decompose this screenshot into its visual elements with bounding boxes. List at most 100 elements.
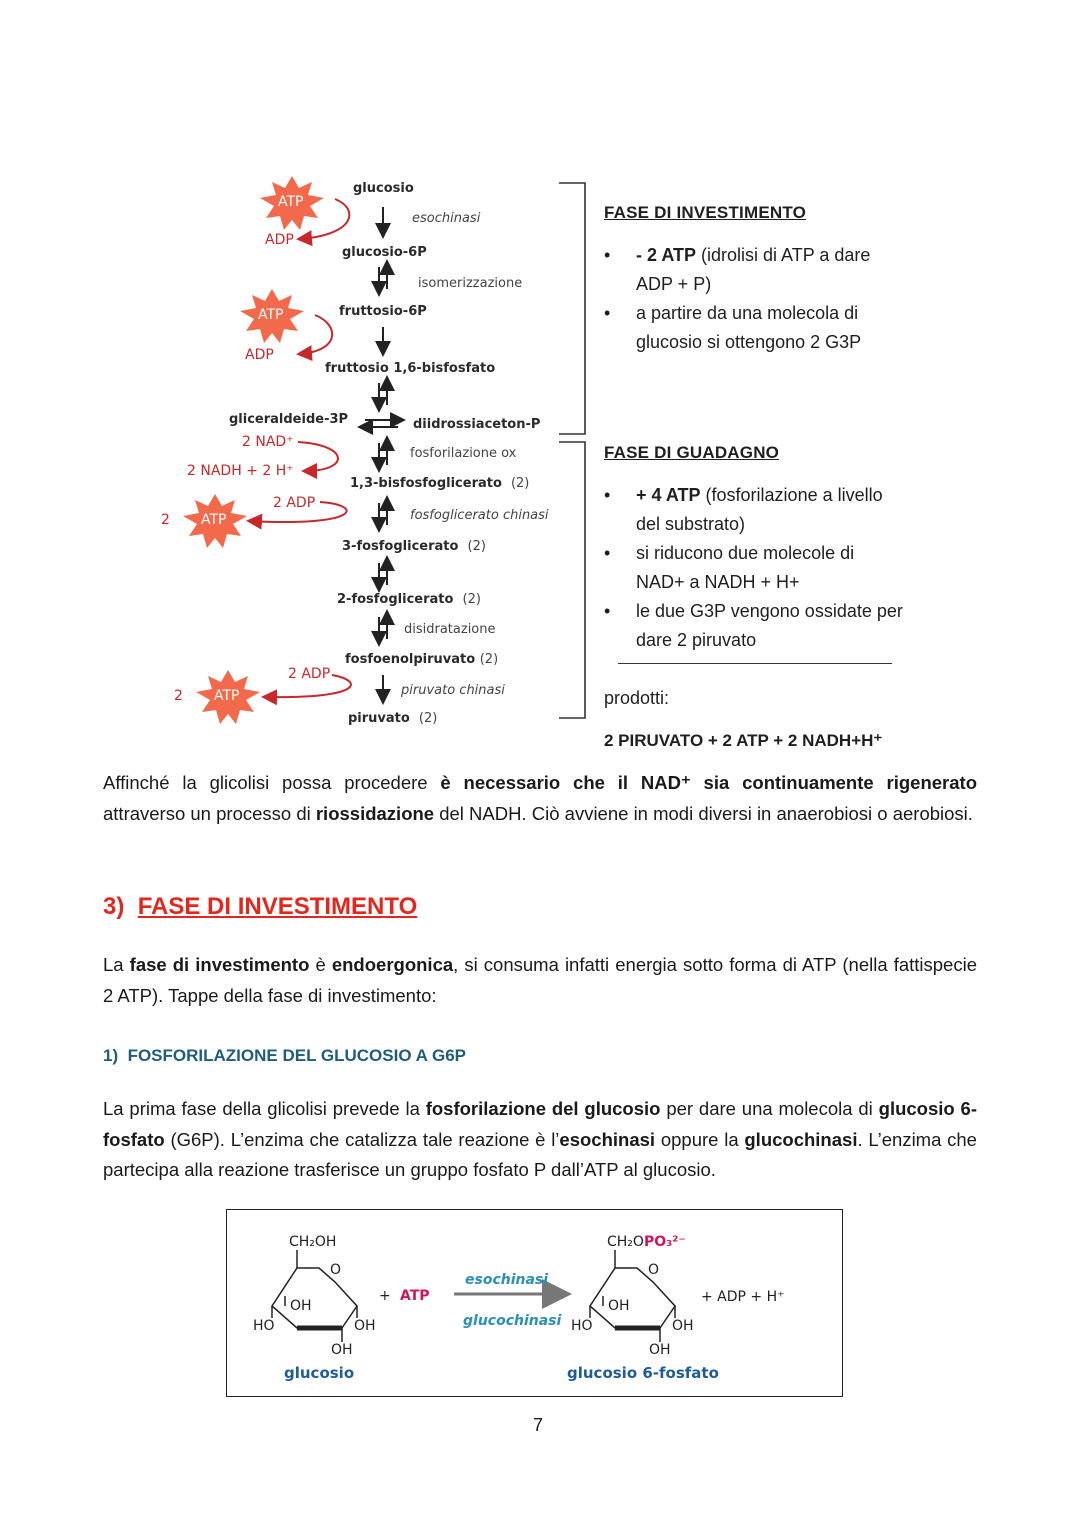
bold-text: fosforilazione del glucosio — [425, 1098, 661, 1119]
enzyme-esochinasi-label: esochinasi — [465, 1272, 548, 1288]
subsection-number: 1) — [103, 1046, 119, 1065]
ch2oh-label: CH₂OH — [289, 1234, 336, 1250]
step-fosfoenolpiruvato: fosfoenolpiruvato (2) — [345, 652, 498, 667]
adp-curve-2 — [261, 674, 352, 706]
arrow-reversible-1 — [371, 259, 395, 297]
step-fruttosio-bisfosfato: fruttosio 1,6-bisfosfato — [325, 361, 496, 376]
enzyme-piruvato-chinasi: piruvato chinasi — [401, 683, 505, 698]
step-piruvato: piruvato (2) — [348, 711, 437, 726]
phase-brackets — [559, 182, 586, 719]
ring-o-label: O — [648, 1262, 659, 1278]
glucosio-6-fosfato-label: glucosio 6-fosfato — [567, 1364, 719, 1382]
subsection-heading: 1) FOSFORILAZIONE DEL GLUCOSIO A G6P — [103, 1046, 466, 1066]
adp-label-2: ADP — [245, 347, 274, 363]
atp-burst-1 — [260, 176, 324, 230]
text: (idrolisi di ATP a dare ADP + P) — [636, 245, 871, 294]
step-name: 3-fosfoglicerato — [342, 539, 459, 554]
section-number: 3) — [103, 893, 125, 920]
bold-text: endoergonica — [331, 954, 454, 975]
atp-label-1: ATP — [278, 194, 304, 210]
oh-label: OH — [608, 1298, 630, 1314]
step-2-fosfoglicerato: 2-fosfoglicerato (2) — [337, 592, 481, 607]
text: per dare una molecola di — [660, 1098, 879, 1119]
step-count: (2) — [479, 652, 499, 667]
enzyme-disidratazione: disidratazione — [404, 622, 496, 637]
step-glucosio-6p: glucosio-6P — [342, 245, 427, 260]
atp-label-2: ATP — [258, 307, 284, 323]
atp-burst-2 — [240, 289, 304, 343]
ring-o-label: O — [330, 1262, 341, 1278]
reaction-figure: CH₂OH O OH HO OH OH glucosio + ATP esoch… — [226, 1209, 843, 1397]
products-label: + ADP + H⁺ — [701, 1289, 785, 1305]
atp-burst-3 — [183, 494, 247, 548]
arrow-reversible-6 — [371, 609, 395, 647]
step-count: (2) — [467, 539, 486, 554]
nad-label: 2 NAD⁺ — [242, 434, 294, 450]
section-title: FASE DI INVESTIMENTO — [137, 893, 418, 920]
paragraph-fosforilazione: La prima fase della glicolisi prevede la… — [103, 1094, 977, 1186]
list-item: le due G3P vengono ossidate per dare 2 p… — [604, 597, 904, 655]
arrow-reversible-5 — [371, 555, 395, 593]
atp-label-4: ATP — [214, 688, 240, 704]
g6p-ring — [589, 1250, 676, 1342]
arrow-equilibrium — [357, 412, 406, 435]
po3-part: PO₃²⁻ — [644, 1234, 686, 1250]
step-fruttosio-6p: fruttosio-6P — [339, 304, 427, 319]
reaction-svg: CH₂OH O OH HO OH OH glucosio + ATP esoch… — [253, 1234, 785, 1382]
step-3-fosfoglicerato: 3-fosfoglicerato (2) — [342, 539, 486, 554]
investimento-title: FASE DI INVESTIMENTO — [604, 203, 807, 222]
ho-label: HO — [571, 1318, 593, 1334]
text: (G6P). L’enzima che catalizza tale reazi… — [164, 1128, 560, 1150]
investimento-list: - 2 ATP (idrolisi di ATP a dare ADP + P)… — [604, 241, 894, 357]
list-item: - 2 ATP (idrolisi di ATP a dare ADP + P) — [604, 241, 894, 299]
atp-curve-1 — [296, 198, 351, 247]
bold-text: esochinasi — [559, 1128, 656, 1150]
paragraph-line: Affinché la glicolisi possa procedere è … — [103, 768, 977, 799]
ch2opo3-label: CH₂OPO₃²⁻ — [607, 1234, 686, 1250]
step-name: piruvato — [348, 711, 410, 726]
glucose-ring — [271, 1250, 358, 1342]
atp-curve-2 — [296, 314, 334, 362]
nadh-label: 2 NADH + 2 H⁺ — [187, 463, 294, 479]
multiplier-2-b: 2 — [174, 688, 183, 704]
step-diidrossiaceton-p: diidrossiaceton-P — [413, 417, 541, 432]
text: è — [309, 954, 332, 975]
bold-text: è necessario che il NAD⁺ sia continuamen… — [440, 772, 977, 793]
bold-text: glucosio 6-fosfato — [103, 1098, 977, 1150]
bold-text: - 2 ATP — [636, 245, 697, 265]
guadagno-list: + 4 ATP (fosforilazione a livello del su… — [604, 481, 904, 655]
oh-label: OH — [290, 1298, 312, 1314]
text: La prima fase della glicolisi prevede la — [103, 1098, 426, 1119]
atp-burst-4 — [196, 670, 260, 724]
atp-label: ATP — [400, 1288, 430, 1304]
text: , si consuma infatti energia sotto forma… — [103, 954, 977, 1006]
step-name: 2-fosfoglicerato — [337, 592, 454, 607]
glycolysis-diagram: ATP ATP ATP ATP ADP ADP 2 NAD⁺ 2 NADH + … — [150, 165, 590, 745]
adp-label-1: ADP — [265, 232, 294, 248]
step-glucosio: glucosio — [353, 181, 414, 196]
investimento-box: FASE DI INVESTIMENTO - 2 ATP (idrolisi d… — [604, 198, 894, 357]
enzyme-isomerizzazione: isomerizzazione — [418, 276, 523, 291]
paragraph-investimento: La fase di investimento è endoergonica, … — [103, 950, 977, 1011]
bold-text: riossidazione — [315, 803, 435, 824]
paragraph-nad: Affinché la glicolisi possa procedere è … — [103, 768, 977, 799]
prodotti-label: prodotti: — [604, 688, 670, 708]
text: (fosforilazione a livello del substrato) — [636, 485, 883, 534]
oh-label: OH — [354, 1318, 376, 1334]
multiplier-2-a: 2 — [161, 512, 170, 528]
step-count: (2) — [462, 592, 481, 607]
arrow-reversible-4 — [371, 495, 395, 533]
enzyme-fosforilazione-ox: fosforilazione ox — [410, 446, 517, 461]
guadagno-title: FASE DI GUADAGNO — [604, 443, 780, 462]
text: Affinché la glicolisi possa procedere — [103, 772, 441, 793]
oh-label: OH — [672, 1318, 694, 1334]
plus-sign: + — [379, 1288, 391, 1304]
text: attraverso un processo di — [103, 803, 316, 824]
step-gliceraldeide-3p: gliceraldeide-3P — [229, 412, 349, 427]
nad-curve — [297, 441, 339, 479]
step-13-bisfosfoglicerato: 1,3-bisfosfoglicerato (2) — [350, 476, 529, 491]
bold-text: glucochinasi — [744, 1128, 858, 1150]
arrow-reversible-3 — [371, 435, 395, 473]
page-number: 7 — [533, 1415, 544, 1435]
text: . L’enzima che partecipa alla reazione t… — [103, 1128, 977, 1181]
